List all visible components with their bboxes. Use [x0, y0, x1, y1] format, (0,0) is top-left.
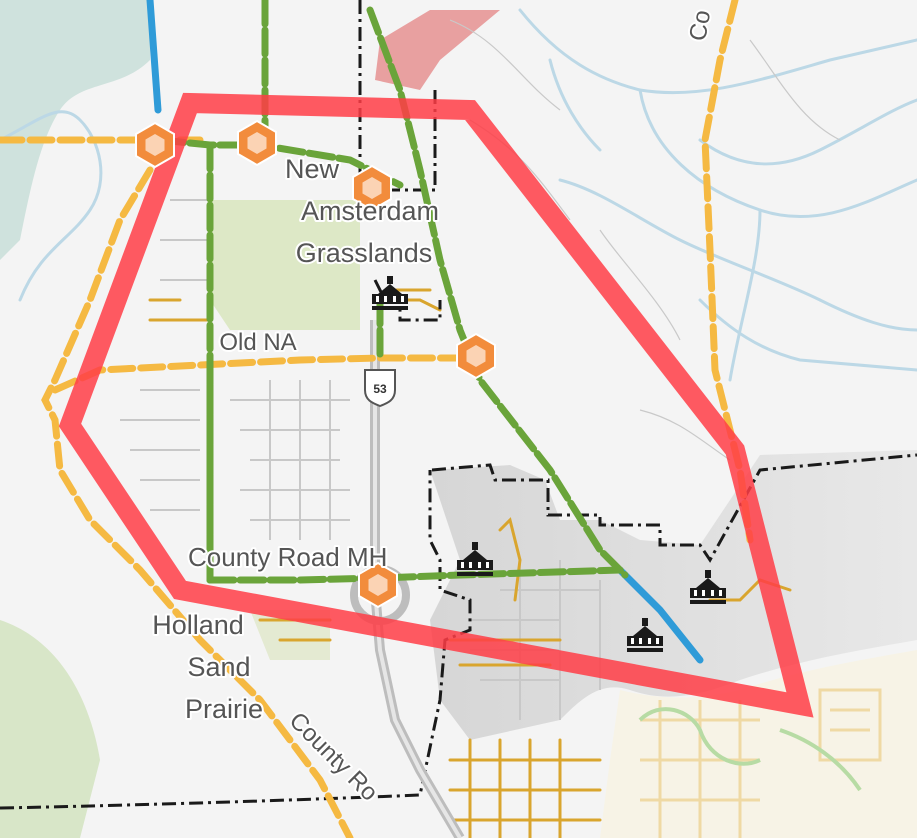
- highway-shield-label: 53: [373, 382, 387, 396]
- rivers: [0, 8, 917, 382]
- place-label-new-amsterdam-line3: Grasslands: [296, 238, 433, 268]
- highway-53-center: [373, 320, 462, 838]
- road-label-old-na: Old NA: [219, 329, 296, 356]
- municipal-boundaries: [0, 0, 917, 810]
- water-trails: [146, 0, 704, 664]
- place-label-holland-line1: Holland: [152, 610, 244, 640]
- trailhead-marker-icon[interactable]: [135, 122, 175, 168]
- place-label-new-amsterdam-line2: Amsterdam: [301, 196, 439, 226]
- trailhead-marker-icon[interactable]: [456, 333, 496, 379]
- place-label-holland-line3: Prairie: [185, 694, 263, 724]
- suburban-streets-south: [640, 688, 882, 838]
- highway-shield-icon: 53: [364, 369, 396, 408]
- trailhead-marker-icon[interactable]: [237, 120, 277, 166]
- road-label-county-road-northeast: Co: [684, 8, 716, 43]
- green-paths-south: [638, 707, 862, 792]
- local-streets: [120, 199, 601, 720]
- suburban-area-south: [600, 650, 917, 838]
- highlighted-parcel-north: [375, 10, 500, 90]
- place-label-holland-line2: Sand: [187, 652, 250, 682]
- minor-streams: [449, 19, 841, 461]
- wetland-area-southwest: [0, 620, 100, 838]
- park-area-grasslands: [210, 200, 360, 330]
- place-label-new-amsterdam-line1: New: [285, 154, 340, 184]
- study-area-outline[interactable]: [58, 92, 814, 718]
- wetland-area-west: [0, 0, 150, 260]
- road-label-county-road-mh: County Road MH: [188, 542, 387, 572]
